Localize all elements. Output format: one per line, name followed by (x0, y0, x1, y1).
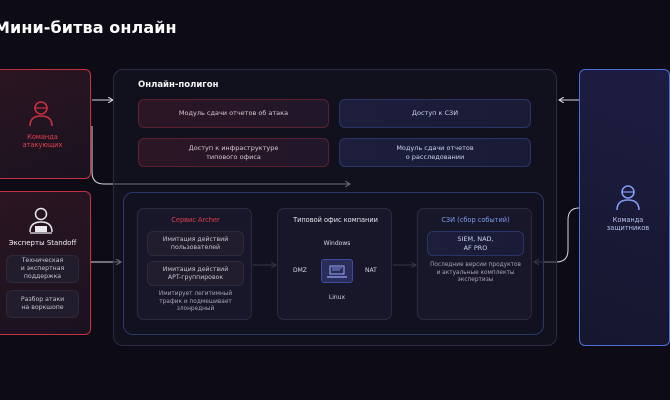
archer-item-apt: Имитация действий APT-группировок (147, 261, 244, 286)
attackers-box: Команда атакующих (0, 69, 91, 179)
node-dmz: DMZ (293, 267, 307, 274)
node-linux: Linux (328, 294, 346, 301)
arrow-attackers-curve (91, 126, 350, 184)
defenders-label: Команда защитников (606, 216, 650, 233)
user-icon (26, 98, 56, 128)
expert-user-icon (26, 206, 56, 234)
defenders-box: Команда защитников (579, 69, 670, 346)
szi-products-box: SIEM, NAD, AF PRO (427, 231, 524, 256)
tile-szi-access: Доступ к СЗИ (339, 99, 531, 128)
archer-item-users: Имитация действий пользователей (147, 231, 244, 256)
office-title: Типовой офис компании (293, 216, 378, 224)
expert-item-support: Техническая и экспертная поддержка (6, 255, 79, 283)
attackers-label: Команда атакующих (22, 133, 63, 150)
defender-user-icon (613, 182, 643, 212)
experts-box: Эксперты Standoff Техническая и экспертн… (0, 191, 91, 335)
szi-card: СЗИ (сбор событий) SIEM, NAD, AF PRO Пос… (417, 208, 532, 320)
laptop-icon (321, 259, 353, 283)
tile-infra-access: Доступ к инфраструктуре типового офиса (138, 138, 329, 167)
expert-item-workshop: Разбор атаки на воркшопе (6, 290, 79, 318)
szi-note: Последние версии продуктов и актуальные … (430, 262, 521, 284)
node-nat: NAT (365, 267, 377, 274)
tile-investigation-reports: Модуль сдачи отчетов о расследовании (339, 138, 531, 167)
polygon-title: Онлайн-полигон (138, 80, 219, 90)
tile-attack-reports: Модуль сдачи отчетов об атака (138, 99, 329, 128)
node-windows: Windows (323, 240, 351, 247)
page-title: Мини-битва онлайн (0, 18, 177, 37)
archer-card: Сервис Archer Имитация действий пользова… (137, 208, 252, 320)
experts-label: Эксперты Standoff (8, 239, 77, 247)
archer-title: Сервис Archer (171, 216, 220, 224)
arrow-defenders-curve (534, 207, 580, 262)
archer-note: Имитирует легитимный трафик и подмешивае… (158, 291, 233, 313)
szi-title: СЗИ (сбор событий) (441, 216, 510, 224)
office-card: Типовой офис компании Windows DMZ NAT Li… (277, 208, 392, 320)
